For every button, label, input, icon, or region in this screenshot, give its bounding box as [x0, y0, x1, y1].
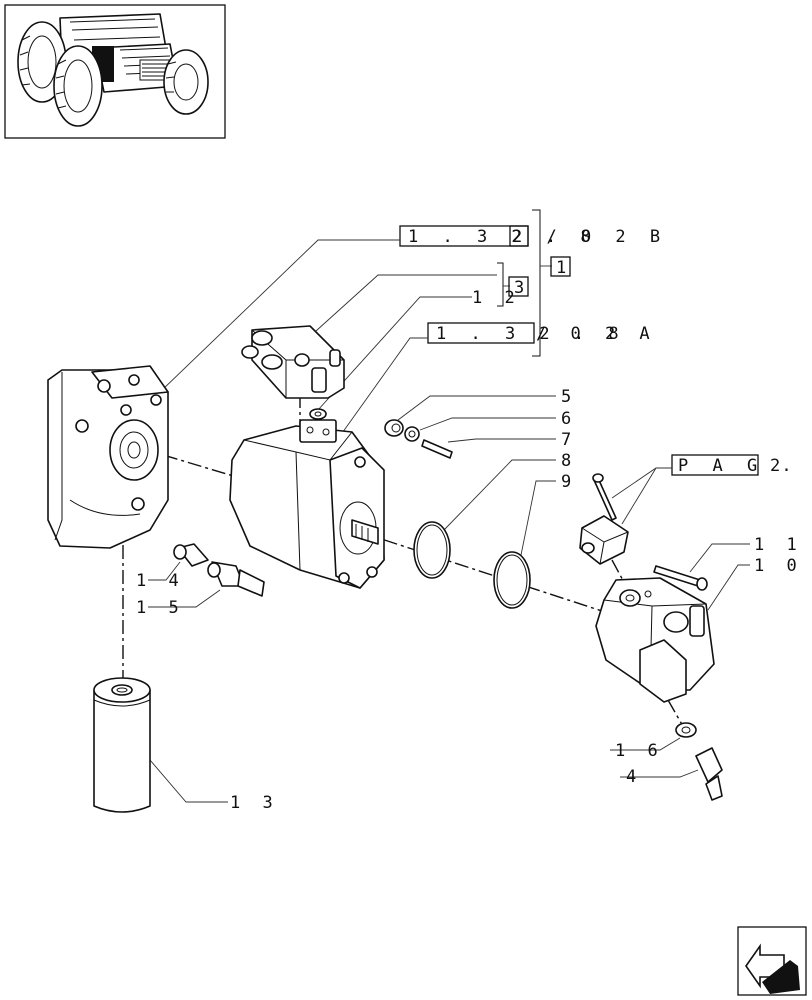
sensor-4 — [695, 747, 723, 801]
callout-10: 1 0 — [754, 556, 803, 576]
reference-1-32-8-02b[interactable]: 1 . 3 2 . 8 2 / 0 2 B — [399, 225, 667, 247]
callout-5: 5 — [561, 387, 577, 407]
callout-9: 9 — [561, 472, 577, 492]
fitting-block-pag2 — [579, 515, 629, 565]
spacer-5 — [384, 419, 404, 437]
callout-4: 4 — [626, 767, 642, 787]
washer-6 — [404, 426, 420, 442]
callout-11: 1 1 — [754, 535, 803, 555]
washer-16 — [675, 722, 697, 738]
callout-8: 8 — [561, 451, 577, 471]
reference-label: 1 . 3 2 . 8 — [408, 227, 598, 247]
reference-pag-2[interactable]: P A G . 2 — [671, 454, 799, 476]
reference-label: 1 . 3 2 . 8 — [436, 324, 626, 344]
callout-15: 1 5 — [136, 598, 185, 618]
bracket-group: 1 3 — [497, 209, 572, 357]
gear-pump-10 — [595, 577, 715, 703]
bolt-pag2 — [592, 473, 617, 521]
reference-suffix: / 0 2 A — [536, 324, 657, 344]
next-page-frame — [737, 926, 807, 996]
callout-7: 7 — [561, 430, 577, 450]
fitting-14 — [173, 543, 209, 567]
fitting-15 — [207, 561, 265, 597]
box-1 — [550, 256, 571, 277]
box-1-label: 1 — [556, 258, 572, 278]
next-page-arrow-icon — [745, 943, 800, 994]
callout-labels: 1 2 5 6 7 8 9 1 1 1 0 1 4 1 5 1 3 1 6 4 — [136, 288, 803, 813]
box-3-label: 3 — [514, 278, 530, 298]
control-valve — [241, 325, 345, 399]
callout-16: 1 6 — [615, 741, 664, 761]
reference-suffix: 2 / 0 2 B — [512, 227, 667, 247]
next-page-button[interactable] — [737, 926, 807, 996]
callout-14: 1 4 — [136, 571, 185, 591]
bolt-11 — [653, 565, 708, 591]
reference-label: P A G . — [678, 456, 799, 476]
tractor-thumbnail-icon — [17, 13, 209, 127]
pin-7 — [421, 439, 453, 459]
callout-13: 1 3 — [230, 793, 279, 813]
callout-6: 6 — [561, 409, 577, 429]
o-ring-9 — [493, 551, 531, 609]
reference-suffix: 2 — [770, 456, 787, 476]
filter-cartridge-13 — [93, 677, 151, 813]
callout-12: 1 2 — [472, 288, 521, 308]
reference-1-32-8-02a[interactable]: 1 . 3 2 . 8 / 0 2 A — [427, 322, 657, 344]
valve-seal — [309, 408, 327, 420]
hydraulic-pump — [229, 419, 385, 589]
pump-housing — [47, 365, 169, 549]
box-3 — [508, 276, 529, 297]
thumbnail-frame — [4, 4, 226, 139]
leader-lines — [148, 239, 750, 803]
o-ring-8 — [413, 521, 451, 579]
tractor-thumbnail[interactable] — [4, 4, 226, 139]
